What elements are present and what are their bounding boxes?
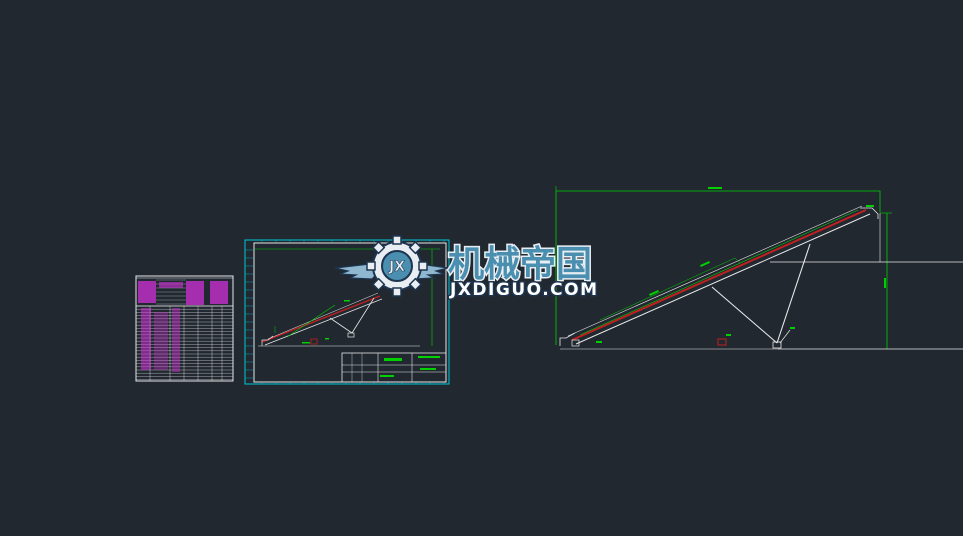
watermark-title-cn: 机械帝国 — [448, 244, 592, 285]
drawing-sheet-frame[interactable] — [244, 239, 450, 385]
parts-list-sheet[interactable] — [135, 275, 234, 382]
large-conveyor-drawing[interactable] — [555, 186, 963, 350]
title-block — [341, 352, 447, 383]
emblem-letters: JX — [388, 259, 405, 275]
watermark-title-en: JXDIGUO.COM — [449, 280, 599, 300]
watermark-logo: JX 机械帝国 JXDIGUO.COM — [334, 235, 599, 302]
gear-wings-emblem-icon: JX — [334, 235, 449, 297]
small-conveyor-drawing[interactable] — [255, 248, 440, 347]
